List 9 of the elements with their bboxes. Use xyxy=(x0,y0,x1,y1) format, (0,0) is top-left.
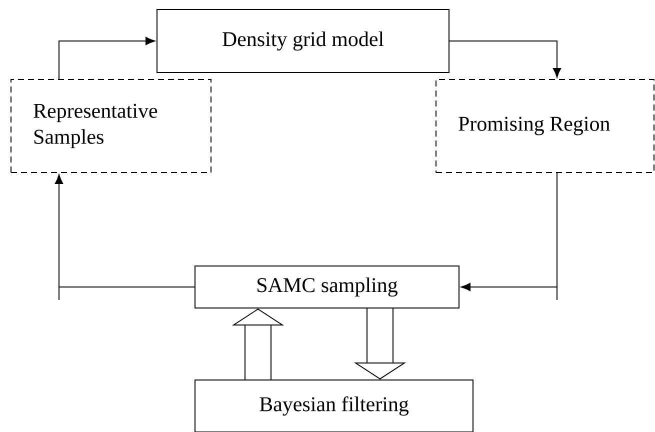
arrow xyxy=(460,172,558,292)
arrow xyxy=(449,40,562,78)
dashed-box: Representative Samples xyxy=(10,79,212,173)
arrow xyxy=(54,174,195,288)
arrow xyxy=(58,36,156,80)
dashed-box: Promising Region xyxy=(436,79,654,173)
process-box: SAMC sampling xyxy=(194,266,460,308)
process-box: Density grid model xyxy=(156,9,450,73)
process-box: Bayesian filtering xyxy=(194,380,474,432)
